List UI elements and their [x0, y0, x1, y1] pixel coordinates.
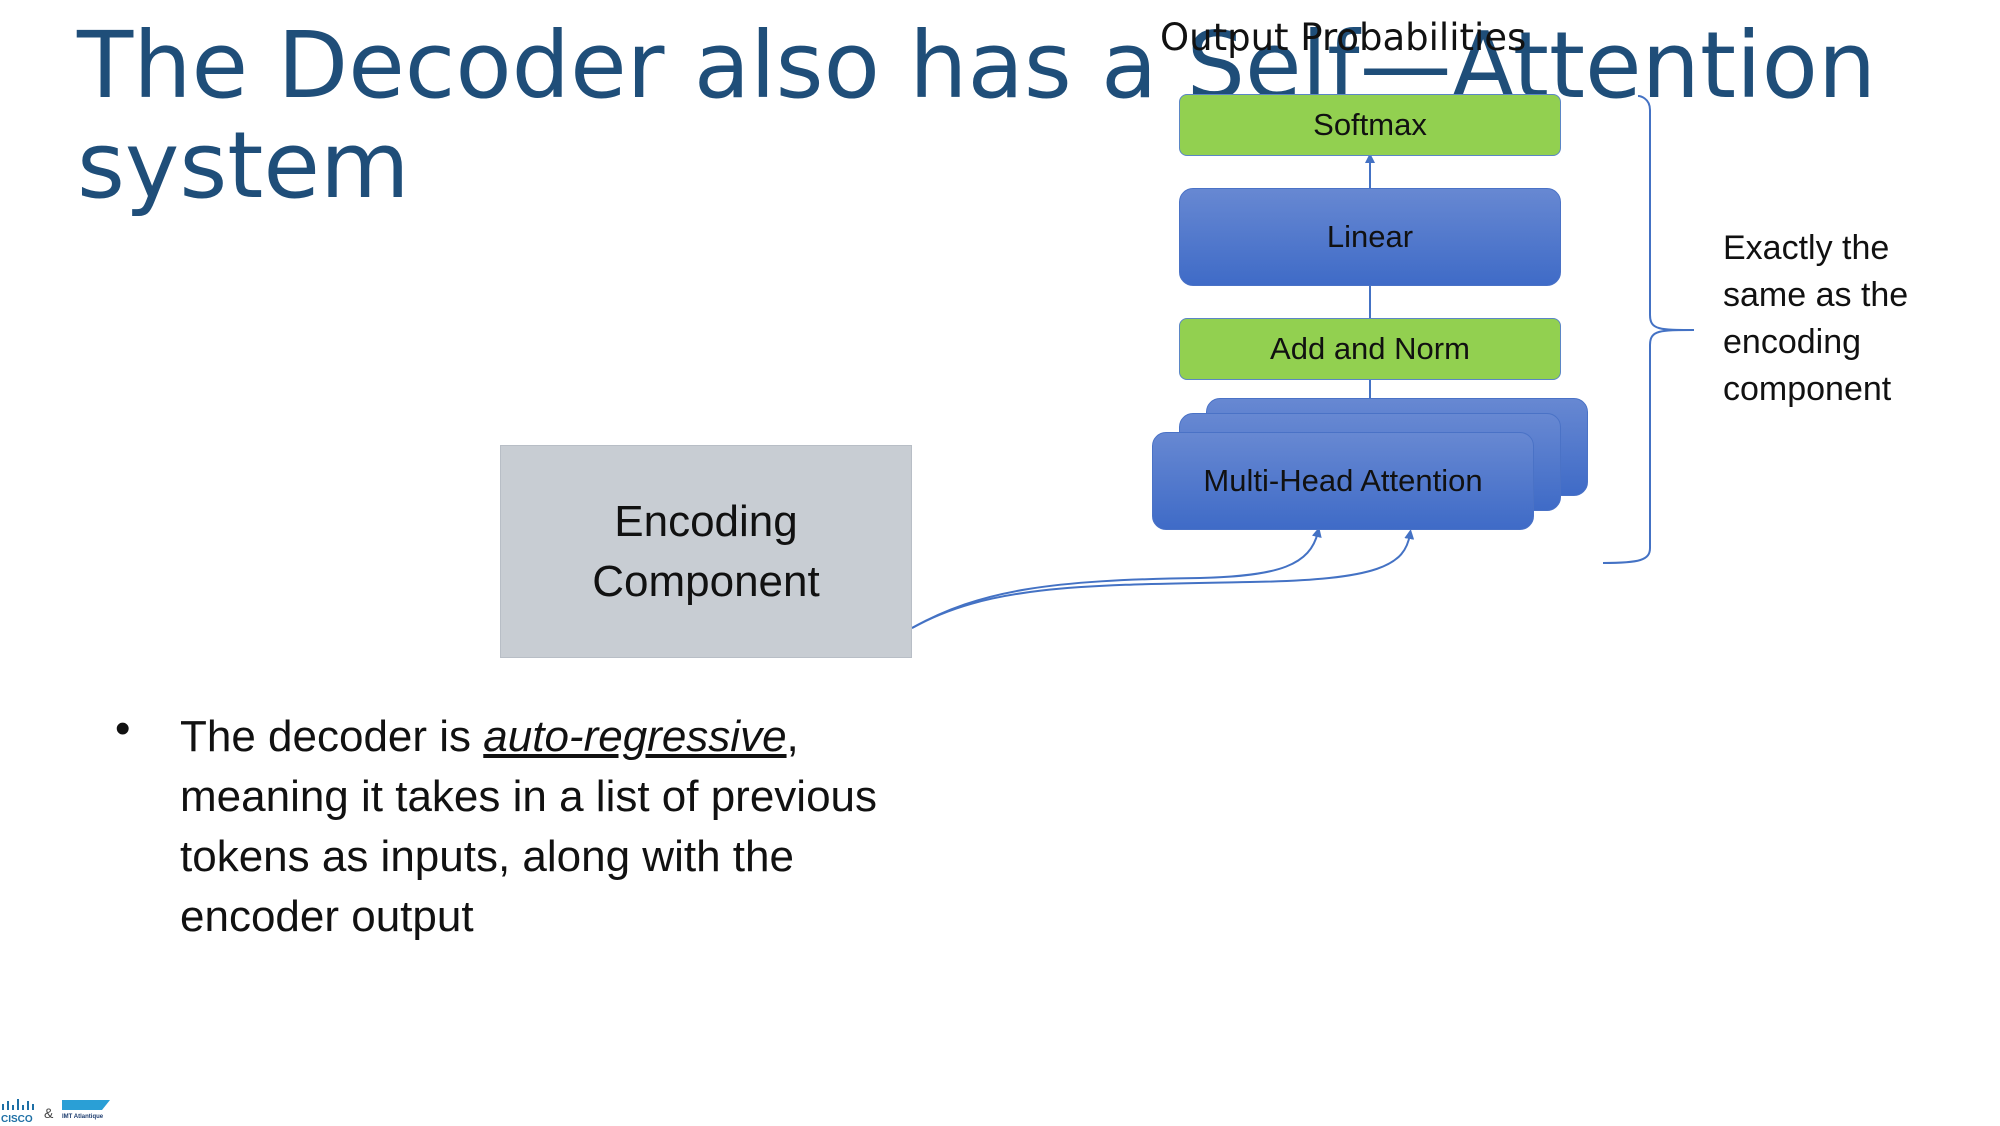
brace-annotation: Exactly the same as the encoding compone…	[1723, 229, 1909, 408]
slide-title-line-1: The Decoder also has a Self—Attention	[77, 12, 1877, 119]
slide-title: The Decoder also has a Self—Attention sy…	[77, 16, 1957, 216]
slide-title-line-2: system	[77, 112, 410, 219]
cisco-imt-logo: CISCO & IMT Atlantique	[1, 1099, 110, 1125]
output-probabilities-label: Output Probabilities	[1160, 16, 1527, 59]
encoding-label-line-2: Component	[592, 556, 820, 606]
imt-atlantique-wordmark: IMT Atlantique	[62, 1114, 104, 1120]
cisco-wordmark: CISCO	[1, 1114, 33, 1125]
bullet-text-start: The decoder is	[180, 712, 484, 761]
encoder-to-mha-arrow-2	[911, 529, 1415, 629]
auto-regressive-emphasis: auto-regressive	[483, 712, 787, 761]
cisco-bars-icon	[2, 1099, 34, 1110]
imt-atlantique-icon: IMT Atlantique	[62, 1100, 110, 1120]
linear-box: Linear	[1179, 188, 1561, 286]
bullet-text-end: , meaning it takes in a list of previous…	[180, 712, 878, 941]
add-and-norm-box: Add and Norm	[1179, 318, 1561, 380]
bullet-marker: •	[115, 704, 131, 753]
encoding-component-box: Encoding Component	[500, 445, 912, 658]
logo-ampersand: &	[44, 1105, 54, 1121]
encoding-label-line-1: Encoding	[614, 496, 798, 546]
bullet-text: The decoder is auto-regressive, meaning …	[180, 707, 940, 947]
encoder-to-mha-arrow-1	[911, 527, 1322, 629]
multi-head-attention-box: Multi-Head Attention	[1152, 432, 1534, 530]
softmax-box: Softmax	[1179, 94, 1561, 156]
